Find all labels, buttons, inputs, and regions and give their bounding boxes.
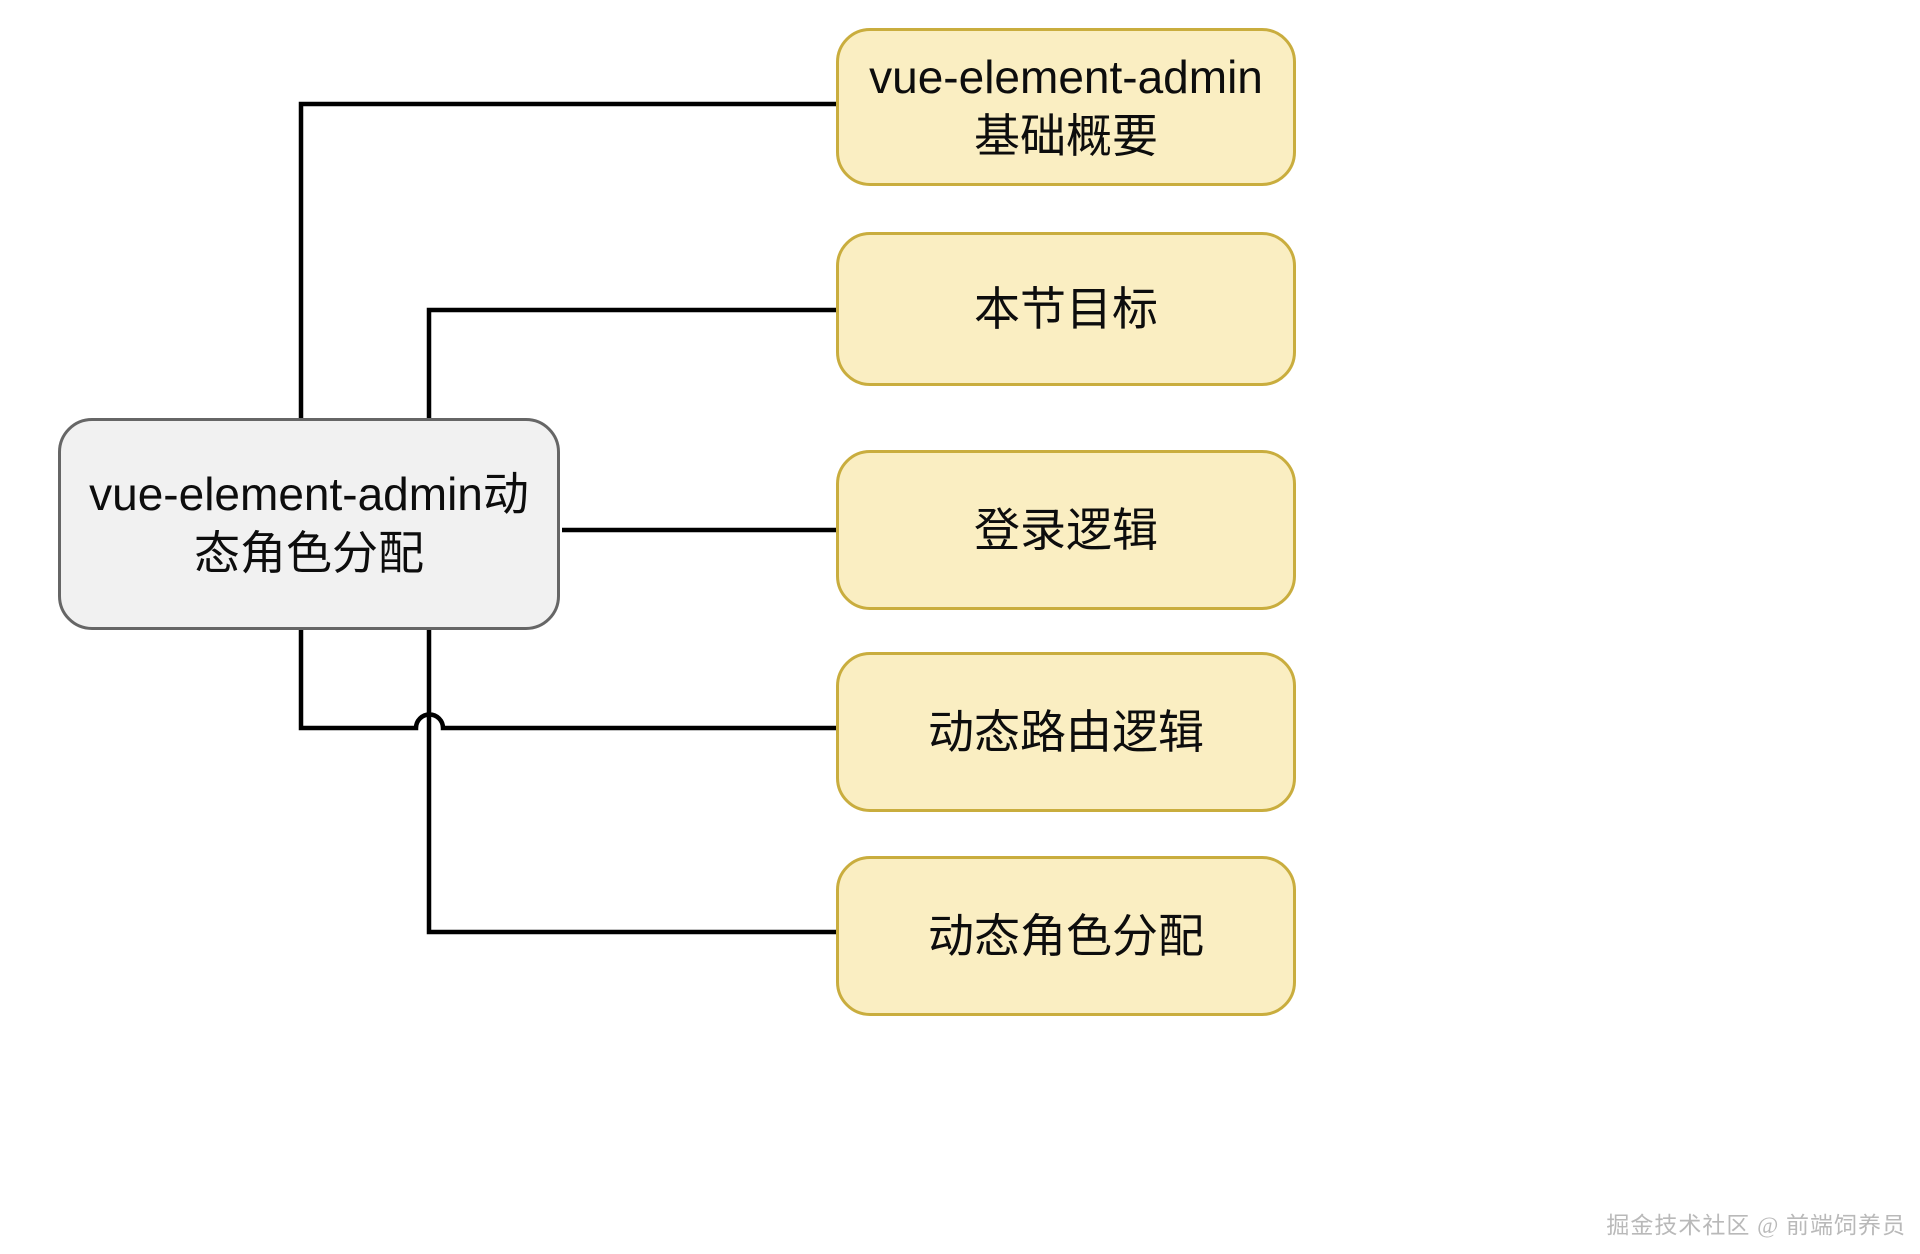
node-branch-basics-label: vue-element-admin基础概要 [869,51,1263,162]
node-root[interactable]: vue-element-admin动态角色分配 [58,418,560,630]
node-branch-dynamic-route-logic-label: 动态路由逻辑 [928,705,1204,758]
node-branch-goals[interactable]: 本节目标 [836,232,1296,386]
node-branch-login-logic[interactable]: 登录逻辑 [836,450,1296,610]
node-root-label: vue-element-admin动态角色分配 [89,468,529,579]
node-branch-dynamic-route-logic[interactable]: 动态路由逻辑 [836,652,1296,812]
watermark: 掘金技术社区 @ 前端饲养员 [1606,1213,1906,1238]
node-branch-dynamic-role-assignment-label: 动态角色分配 [928,909,1204,962]
node-branch-goals-label: 本节目标 [974,282,1158,335]
node-branch-basics[interactable]: vue-element-admin基础概要 [836,28,1296,186]
node-branch-login-logic-label: 登录逻辑 [974,503,1158,556]
node-branch-dynamic-role-assignment[interactable]: 动态角色分配 [836,856,1296,1016]
